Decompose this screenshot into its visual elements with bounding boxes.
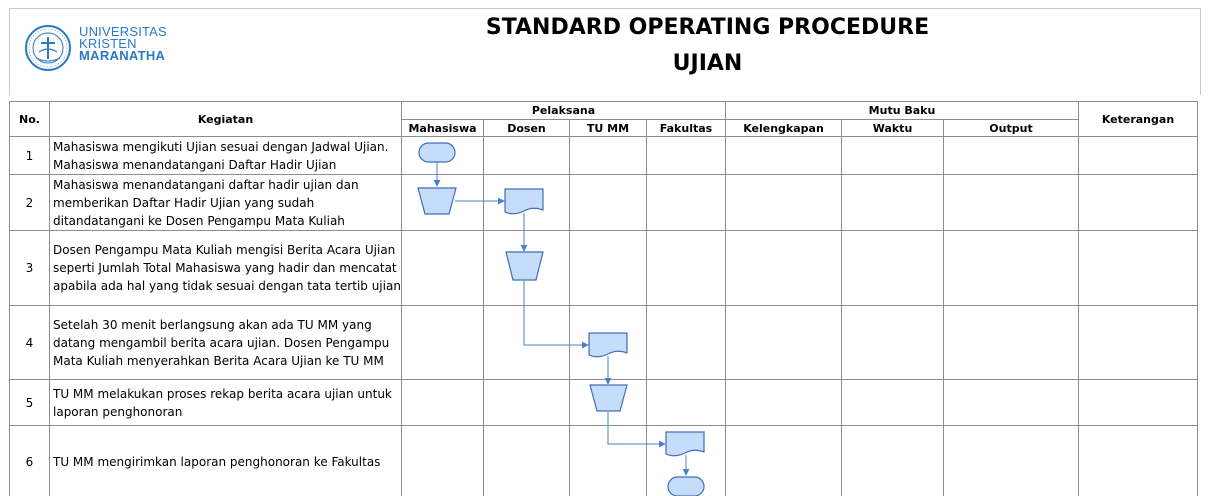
row-number: 3 bbox=[9, 230, 50, 306]
activity-cell: TU MM mengirimkan laporan penghonoran ke… bbox=[49, 425, 402, 496]
col-header-fakultas: Fakultas bbox=[646, 119, 726, 137]
logo-line-3: MARANATHA bbox=[79, 48, 166, 63]
activity-line: laporan penghonoran bbox=[53, 404, 183, 419]
table-row: 4 Setelah 30 menit berlangsung akan ada … bbox=[9, 305, 1198, 380]
sop-table: No. Kegiatan Pelaksana Mutu Baku Keteran… bbox=[9, 101, 1198, 496]
activity-line: memberikan Daftar Hadir Ujian yang sudah bbox=[53, 195, 315, 210]
activity-line: Dosen Pengampu Mata Kuliah mengisi Berit… bbox=[53, 243, 396, 257]
activity-line: seperti Jumlah Total Mahasiswa yang hadi… bbox=[53, 261, 397, 275]
activity-cell: Mahasiswa menandatangani daftar hadir uj… bbox=[49, 174, 402, 231]
row-number: 1 bbox=[9, 136, 50, 175]
activity-line: Mata Kuliah menyerahkan Berita Acara Uji… bbox=[53, 353, 384, 368]
col-header-waktu: Waktu bbox=[841, 119, 944, 137]
col-header-keterangan: Keterangan bbox=[1078, 101, 1198, 137]
row-number: 2 bbox=[9, 174, 50, 231]
activity-line: ditandatangani ke Dosen Pengampu Mata Ku… bbox=[53, 213, 345, 228]
row-number: 4 bbox=[9, 305, 50, 380]
col-header-mutu-baku: Mutu Baku bbox=[725, 101, 1079, 120]
activity-cell: TU MM melakukan proses rekap berita acar… bbox=[49, 379, 402, 426]
activity-cell: Setelah 30 menit berlangsung akan ada TU… bbox=[49, 305, 402, 380]
activity-line: Mahasiswa menandatangani daftar hadir uj… bbox=[53, 177, 359, 192]
table-row: 3 Dosen Pengampu Mata Kuliah mengisi Ber… bbox=[9, 230, 1198, 306]
document-subtitle: UJIAN bbox=[672, 51, 743, 76]
table-row: 2 Mahasiswa menandatangani daftar hadir … bbox=[9, 174, 1198, 231]
activity-line: Setelah 30 menit berlangsung akan ada TU… bbox=[53, 317, 372, 332]
university-name: UNIVERSITAS KRISTEN MARANATHA bbox=[79, 24, 167, 63]
col-header-kegiatan: Kegiatan bbox=[49, 101, 402, 137]
activity-line: TU MM mengirimkan laporan penghonoran ke… bbox=[53, 454, 381, 469]
university-seal-icon bbox=[25, 25, 71, 71]
table-row: 1 Mahasiswa mengikuti Ujian sesuai denga… bbox=[9, 136, 1198, 175]
col-header-tu-mm: TU MM bbox=[569, 119, 647, 137]
activity-line: TU MM melakukan proses rekap berita acar… bbox=[53, 386, 392, 401]
activity-cell: Mahasiswa mengikuti Ujian sesuai dengan … bbox=[49, 136, 402, 175]
col-header-no: No. bbox=[9, 101, 50, 137]
activity-line: datang mengambil berita acara ujian. Dos… bbox=[53, 335, 390, 350]
table-row: 6 TU MM mengirimkan laporan penghonoran … bbox=[9, 425, 1198, 496]
row-number: 5 bbox=[9, 379, 50, 426]
activity-line: apabila ada hal yang tidak sesuai dengan… bbox=[53, 279, 401, 293]
row-number: 6 bbox=[9, 425, 50, 496]
col-header-mahasiswa: Mahasiswa bbox=[401, 119, 484, 137]
university-logo: UNIVERSITAS KRISTEN MARANATHA bbox=[24, 24, 214, 74]
col-header-kelengkapan: Kelengkapan bbox=[725, 119, 842, 137]
activity-line: Mahasiswa mengikuti Ujian sesuai dengan … bbox=[53, 139, 389, 154]
activity-cell: Dosen Pengampu Mata Kuliah mengisi Berit… bbox=[49, 230, 402, 306]
logo-line-1: UNIVERSITAS bbox=[79, 24, 167, 39]
header-frame bbox=[9, 8, 1201, 95]
col-header-pelaksana: Pelaksana bbox=[401, 101, 726, 120]
col-header-output: Output bbox=[943, 119, 1079, 137]
table-row: 5 TU MM melakukan proses rekap berita ac… bbox=[9, 379, 1198, 426]
logo-line-2: KRISTEN bbox=[79, 36, 137, 51]
col-header-dosen: Dosen bbox=[483, 119, 570, 137]
document-title: STANDARD OPERATING PROCEDURE bbox=[485, 15, 930, 40]
activity-line: Mahasiswa menandatangani Daftar Hadir Uj… bbox=[53, 157, 337, 172]
